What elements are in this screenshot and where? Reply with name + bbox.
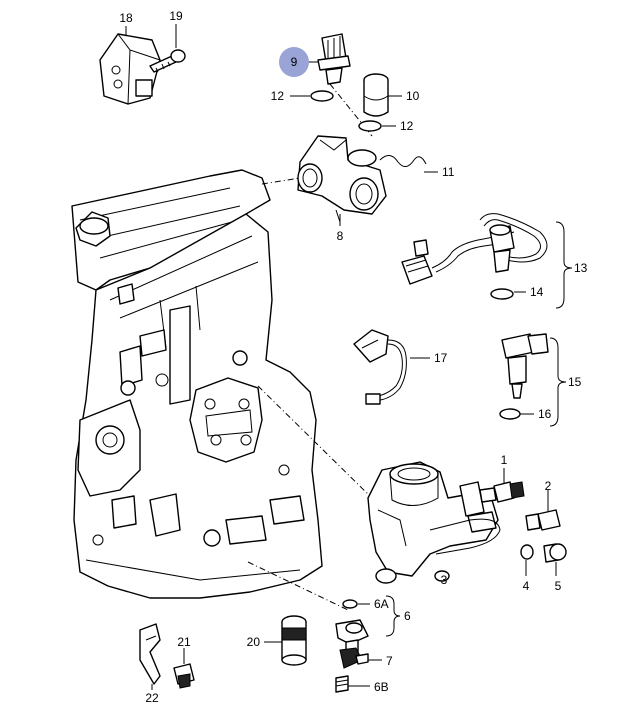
seal-ring-4 — [520, 544, 534, 560]
engine-block — [71, 169, 323, 599]
callout-18[interactable]: 18 — [119, 11, 133, 25]
o-ring-14 — [490, 288, 514, 300]
callout-9[interactable]: 9 — [291, 55, 298, 69]
callout-8[interactable]: 8 — [337, 229, 344, 243]
thermostat-housing-3 — [367, 461, 501, 584]
plug-5 — [543, 543, 567, 563]
bolt-6B — [335, 675, 349, 693]
callout-15[interactable]: 15 — [568, 375, 582, 389]
callout-labels: 18 19 9 12 10 12 11 8 13 14 17 15 16 1 2… — [119, 9, 587, 705]
callout-13[interactable]: 13 — [574, 261, 588, 275]
callout-20[interactable]: 20 — [247, 635, 261, 649]
sensor-assembly-13 — [401, 213, 548, 285]
coolant-flange-8 — [297, 135, 387, 223]
callout-12b[interactable]: 12 — [400, 119, 414, 133]
highlight-marker — [279, 47, 309, 77]
sensor-15 — [501, 333, 549, 399]
callout-12a[interactable]: 12 — [271, 89, 285, 103]
callout-4[interactable]: 4 — [523, 579, 530, 593]
bolt-21 — [173, 663, 195, 689]
o-ring-12b — [358, 120, 382, 132]
group-brackets — [385, 221, 573, 637]
assembly-line-thermostat — [257, 385, 373, 499]
callout-22[interactable]: 22 — [145, 691, 159, 705]
callout-16[interactable]: 16 — [538, 407, 552, 421]
sensor-9 — [317, 33, 351, 85]
callout-5[interactable]: 5 — [555, 579, 562, 593]
callout-1[interactable]: 1 — [501, 453, 508, 467]
control-unit-18 — [99, 33, 161, 105]
o-ring-16 — [499, 408, 521, 420]
callout-10[interactable]: 10 — [406, 89, 420, 103]
assembly-line-flange — [261, 177, 301, 185]
callout-19[interactable]: 19 — [169, 9, 183, 23]
hose-11 — [379, 155, 427, 167]
callout-11[interactable]: 11 — [442, 165, 455, 179]
callout-6A[interactable]: 6A — [374, 597, 389, 611]
sensor-17 — [353, 329, 407, 405]
sensor-1 — [479, 481, 525, 503]
o-ring-12a — [310, 90, 334, 102]
callout-2[interactable]: 2 — [545, 479, 552, 493]
sensor-20 — [281, 615, 307, 666]
callout-17[interactable]: 17 — [434, 351, 448, 365]
assembly-line-bracket — [247, 561, 349, 611]
callout-6[interactable]: 6 — [404, 609, 411, 623]
cap-10 — [363, 73, 389, 117]
o-ring-6A — [342, 599, 358, 609]
callout-3[interactable]: 3 — [441, 573, 448, 587]
callout-14[interactable]: 14 — [530, 285, 544, 299]
callout-7[interactable]: 7 — [386, 654, 393, 668]
callout-6B[interactable]: 6B — [374, 680, 389, 694]
callout-21[interactable]: 21 — [177, 635, 191, 649]
sensor-2 — [525, 509, 561, 531]
bracket-7 — [339, 647, 369, 669]
bracket-22 — [139, 623, 161, 685]
bolt-19 — [149, 49, 186, 73]
